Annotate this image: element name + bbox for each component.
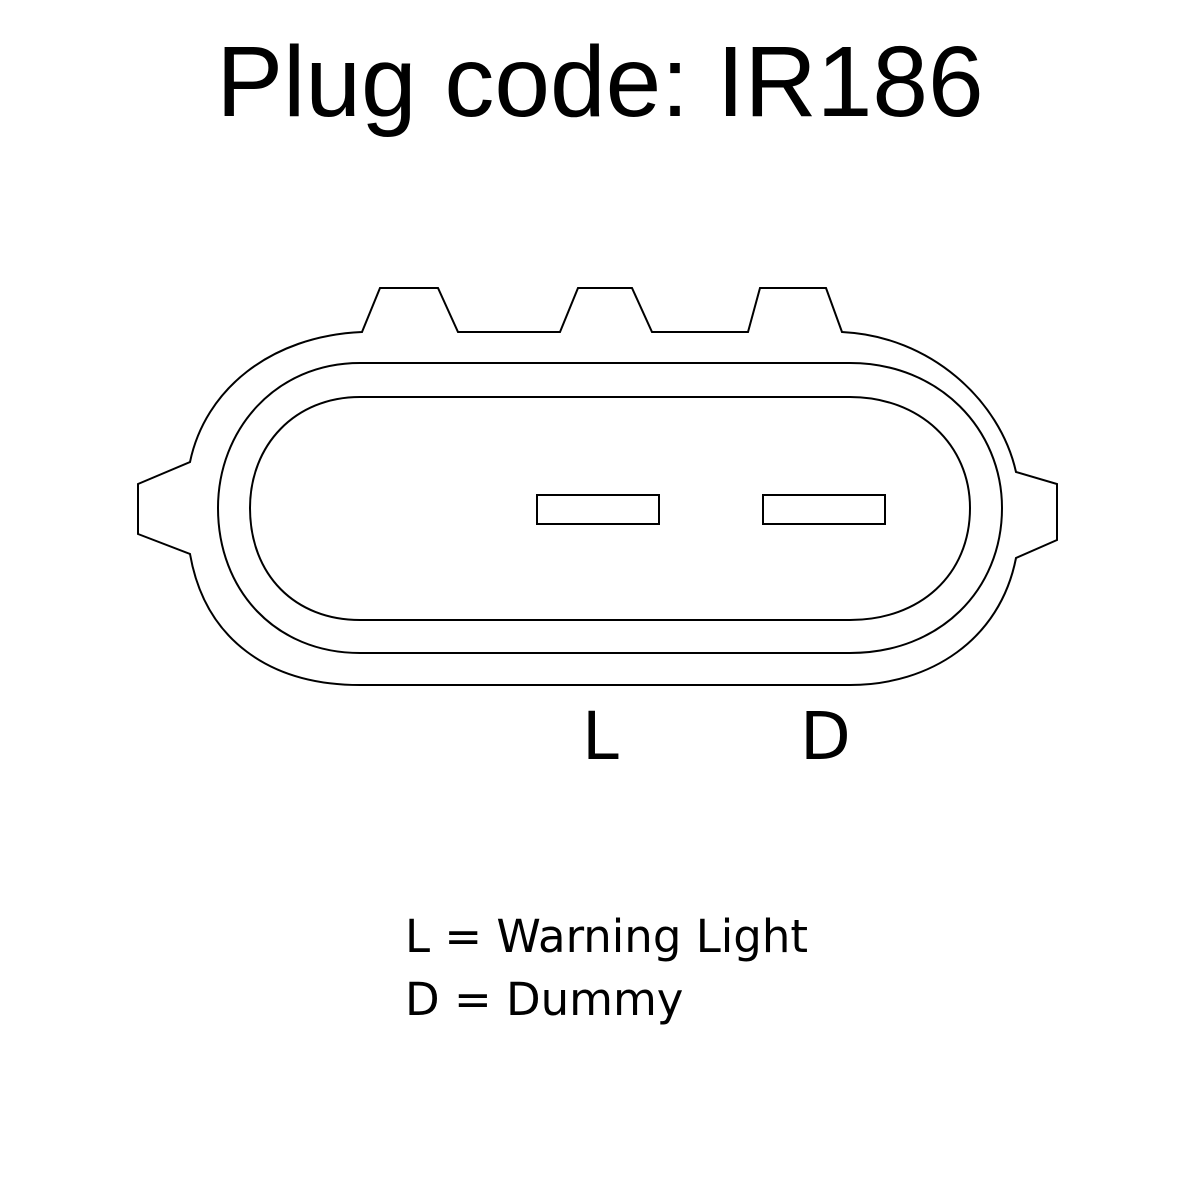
- pin-label-l: L: [582, 698, 619, 775]
- connector-middle-ring: [216, 362, 1004, 654]
- legend-item-d: D = Dummy: [405, 973, 684, 1026]
- connector-inner-cavity: [248, 396, 972, 621]
- connector-outer-housing: [137, 287, 1058, 686]
- pin-l-terminal: [536, 494, 660, 525]
- pin-d-terminal: [762, 494, 886, 525]
- pin-label-d: D: [800, 698, 851, 775]
- legend-item-l: L = Warning Light: [405, 910, 809, 963]
- page-title: Plug code: IR186: [216, 26, 984, 138]
